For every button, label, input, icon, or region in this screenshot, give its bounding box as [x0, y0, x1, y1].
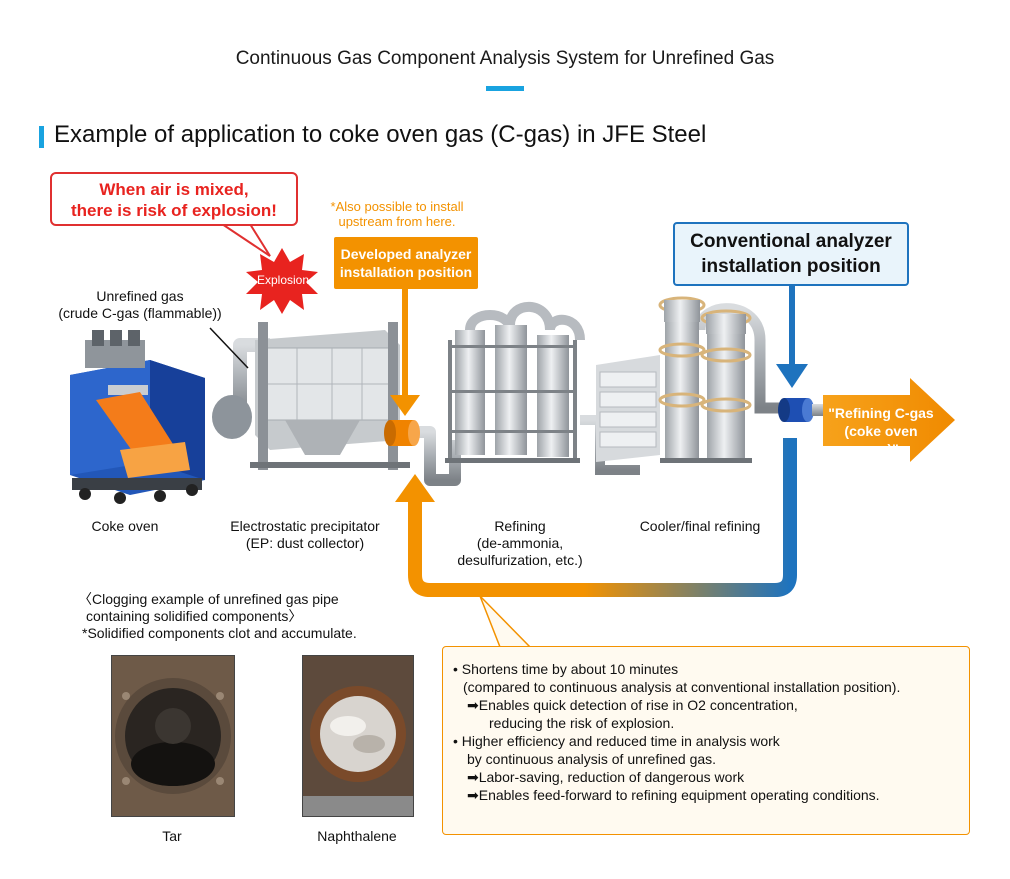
unrefined-gas-label: Unrefined gas (crude C-gas (flammable)): [40, 288, 240, 322]
developed-line-2: installation position: [339, 264, 473, 280]
upstream-note-line-1: *Also possible to install: [330, 199, 464, 214]
refining-line-3: desulfurization, etc.): [457, 552, 583, 568]
coke-oven-label: Coke oven: [91, 518, 159, 534]
upstream-note: *Also possible to install upstream from …: [318, 199, 476, 229]
clogging-caption: 〈Clogging example of unrefined gas pipe …: [78, 591, 446, 642]
warning-line-2: there is risk of explosion!: [71, 201, 277, 220]
explosion-icon: [246, 248, 318, 314]
page-title: Continuous Gas Component Analysis System…: [235, 48, 775, 69]
section-title: Example of application to coke oven gas …: [54, 121, 707, 148]
cooler-illustration: [596, 355, 660, 462]
unrefined-gas-line-2: (crude C-gas (flammable)): [58, 305, 222, 321]
benefit-1-detail: (compared to continuous analysis at conv…: [463, 679, 901, 695]
warning-line-1: When air is mixed,: [99, 180, 249, 199]
precipitator-illustration: [250, 322, 410, 470]
precipitator-label: Electrostatic precipitator (EP: dust col…: [205, 518, 405, 552]
upstream-note-line-2: upstream from here.: [338, 214, 456, 229]
output-line-2: (coke oven gas)": [844, 423, 918, 457]
developed-arrow-icon: [390, 395, 420, 416]
final-refining-illustration: [658, 296, 752, 463]
refining-illustration: [445, 325, 580, 463]
benefit-2-result-2: ➡Enables feed-forward to refining equipm…: [467, 787, 880, 803]
refining-label: Refining (de-ammonia, desulfurization, e…: [450, 518, 590, 569]
output-line-1: "Refining C-gas: [828, 405, 934, 421]
unrefined-gas-line-1: Unrefined gas: [96, 288, 184, 304]
benefit-2: • Higher efficiency and reduced time in …: [453, 733, 780, 749]
tar-label: Tar: [162, 828, 182, 844]
conventional-analyzer-icon: [778, 398, 828, 422]
explosion-label: Explosion: [256, 273, 310, 287]
conventional-line-1: Conventional analyzer: [690, 231, 892, 252]
benefit-1-result-cont: reducing the risk of explosion.: [489, 715, 675, 731]
benefits-box: • Shortens time by about 10 minutes (com…: [442, 646, 970, 835]
output-label: "Refining C-gas (coke oven gas)": [826, 404, 936, 458]
precipitator-line-1: Electrostatic precipitator: [230, 518, 380, 534]
benefit-pointer: [479, 595, 532, 648]
refining-line-1: Refining: [494, 518, 546, 534]
loop-arrow-icon: [395, 474, 435, 502]
clogging-line-3: *Solidified components clot and accumula…: [82, 625, 357, 641]
refining-line-2: (de-ammonia,: [476, 535, 564, 551]
warning-pointer: [218, 223, 271, 257]
benefit-1: • Shortens time by about 10 minutes: [453, 661, 679, 677]
tar-photo: [111, 655, 235, 817]
clogging-line-1: 〈Clogging example of unrefined gas pipe: [78, 591, 339, 607]
benefit-1-result: ➡Enables quick detection of rise in O2 c…: [467, 697, 798, 713]
title-underline: [486, 86, 524, 91]
cooler-label: Cooler/final refining: [639, 518, 761, 534]
naphthalene-label: Naphthalene: [317, 828, 397, 844]
developed-position-label: Developed analyzer installation position: [334, 237, 478, 289]
benefit-2-detail: by continuous analysis of unrefined gas.: [467, 751, 717, 767]
naphthalene-photo: [302, 655, 414, 817]
conventional-position-label: Conventional analyzer installation posit…: [673, 222, 909, 286]
conventional-line-2: installation position: [701, 256, 881, 277]
explosion-warning: When air is mixed, there is risk of expl…: [50, 172, 298, 226]
developed-line-1: Developed analyzer: [340, 246, 472, 262]
clogging-line-2: containing solidified components〉: [86, 608, 303, 624]
output-arrow-icon: [823, 378, 955, 462]
precipitator-line-2: (EP: dust collector): [245, 535, 365, 551]
developed-analyzer-icon: [384, 420, 420, 446]
coke-oven-illustration: [70, 330, 205, 504]
conventional-arrow-icon: [776, 364, 808, 388]
section-marker: [39, 126, 44, 148]
benefit-2-result-1: ➡Labor-saving, reduction of dangerous wo…: [467, 769, 745, 785]
